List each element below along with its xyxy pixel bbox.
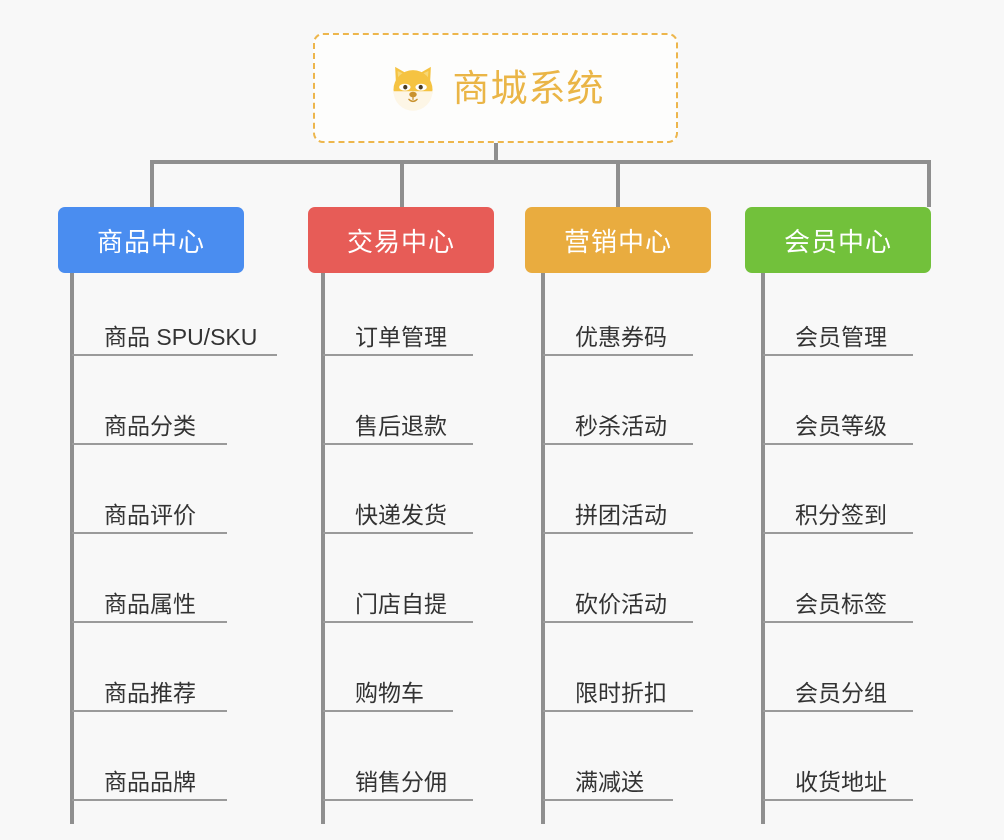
leaf-label: 优惠券码 [575,324,667,350]
column-header-label: 营销中心 [563,226,672,257]
list-item[interactable]: 秒杀活动 [541,362,771,451]
column-spine [70,273,74,824]
leaf-rule [543,532,693,534]
leaf-label: 秒杀活动 [575,413,667,439]
leaf-rule [763,532,913,534]
leaf-label: 购物车 [355,680,424,706]
column-products: 商品 SPU/SKU 商品分类 商品评价 商品属性 商品推荐 商品品牌 [70,273,300,824]
column-header-products[interactable]: 商品中心 [58,207,244,273]
connector-drop-4 [927,160,931,207]
list-item[interactable]: 会员等级 [761,362,991,451]
leaf-label: 商品属性 [104,591,196,617]
list-item[interactable]: 满减送 [541,718,771,807]
column-header-label: 会员中心 [783,226,892,257]
list-item[interactable]: 订单管理 [321,273,551,362]
leaf-label: 砍价活动 [575,591,667,617]
leaf-rule [763,621,913,623]
connector-drop-1 [150,160,154,207]
leaf-rule [543,710,693,712]
leaf-rule [763,354,913,356]
shiba-dog-face-icon [393,66,432,111]
list-item[interactable]: 会员标签 [761,540,991,629]
connector-bus [150,160,931,164]
leaf-label: 满减送 [575,769,644,795]
leaf-rule [323,532,473,534]
list-item[interactable]: 商品评价 [70,451,300,540]
list-item[interactable]: 收货地址 [761,718,991,807]
list-item[interactable]: 商品分类 [70,362,300,451]
leaf-rule [323,443,473,445]
leaf-label: 门店自提 [355,591,447,617]
list-item[interactable]: 购物车 [321,629,551,718]
column-header-member[interactable]: 会员中心 [745,207,931,273]
leaf-rule [543,354,693,356]
column-spine [541,273,545,824]
leaf-label: 商品分类 [104,413,196,439]
list-item[interactable]: 商品属性 [70,540,300,629]
list-item[interactable]: 限时折扣 [541,629,771,718]
list-item[interactable]: 砍价活动 [541,540,771,629]
list-item[interactable]: 积分签到 [761,451,991,540]
leaf-label: 限时折扣 [575,680,667,706]
leaf-rule [72,799,227,801]
leaf-rule [72,354,277,356]
column-trade: 订单管理 售后退款 快递发货 门店自提 购物车 销售分佣 [321,273,551,824]
leaf-label: 售后退款 [355,413,447,439]
column-marketing: 优惠券码 秒杀活动 拼团活动 砍价活动 限时折扣 满减送 [541,273,771,824]
leaf-label: 商品品牌 [104,769,196,795]
column-spine [761,273,765,824]
leaf-label: 商品评价 [104,502,196,528]
leaf-rule [323,710,453,712]
connector-stem [494,143,498,164]
leaf-rule [763,799,913,801]
leaf-label: 商品 SPU/SKU [104,324,258,350]
column-member: 会员管理 会员等级 积分签到 会员标签 会员分组 收货地址 [761,273,991,824]
leaf-rule [543,443,693,445]
list-item[interactable]: 商品品牌 [70,718,300,807]
column-header-label: 交易中心 [346,226,455,257]
leaf-rule [323,621,473,623]
connector-drop-2 [400,160,404,207]
leaf-label: 积分签到 [795,502,887,528]
list-item[interactable]: 门店自提 [321,540,551,629]
leaf-label: 订单管理 [355,324,447,350]
list-item[interactable]: 销售分佣 [321,718,551,807]
leaf-label: 销售分佣 [355,769,447,795]
leaf-rule [72,532,227,534]
leaf-rule [72,621,227,623]
leaf-rule [72,710,227,712]
column-header-trade[interactable]: 交易中心 [308,207,494,273]
leaf-label: 会员管理 [795,324,887,350]
column-header-marketing[interactable]: 营销中心 [525,207,711,273]
list-item[interactable]: 商品推荐 [70,629,300,718]
list-item[interactable]: 售后退款 [321,362,551,451]
leaf-rule [543,621,693,623]
root-title: 商城系统 [452,67,605,109]
connector-drop-3 [616,160,620,207]
list-item[interactable]: 会员管理 [761,273,991,362]
list-item[interactable]: 优惠券码 [541,273,771,362]
leaf-rule [763,710,913,712]
leaf-rule [323,354,473,356]
leaf-label: 商品推荐 [104,680,196,706]
list-item[interactable]: 拼团活动 [541,451,771,540]
leaf-label: 会员等级 [795,413,887,439]
leaf-rule [763,443,913,445]
leaf-label: 会员标签 [795,591,887,617]
leaf-rule [543,799,673,801]
leaf-label: 拼团活动 [575,502,667,528]
list-item[interactable]: 商品 SPU/SKU [70,273,300,362]
leaf-rule [323,799,473,801]
leaf-label: 快递发货 [355,502,447,528]
column-spine [321,273,325,824]
leaf-label: 会员分组 [795,680,887,706]
root-node[interactable]: 商城系统 [313,33,678,143]
list-item[interactable]: 快递发货 [321,451,551,540]
leaf-label: 收货地址 [795,769,887,795]
leaf-rule [72,443,227,445]
list-item[interactable]: 会员分组 [761,629,991,718]
column-header-label: 商品中心 [96,226,205,257]
